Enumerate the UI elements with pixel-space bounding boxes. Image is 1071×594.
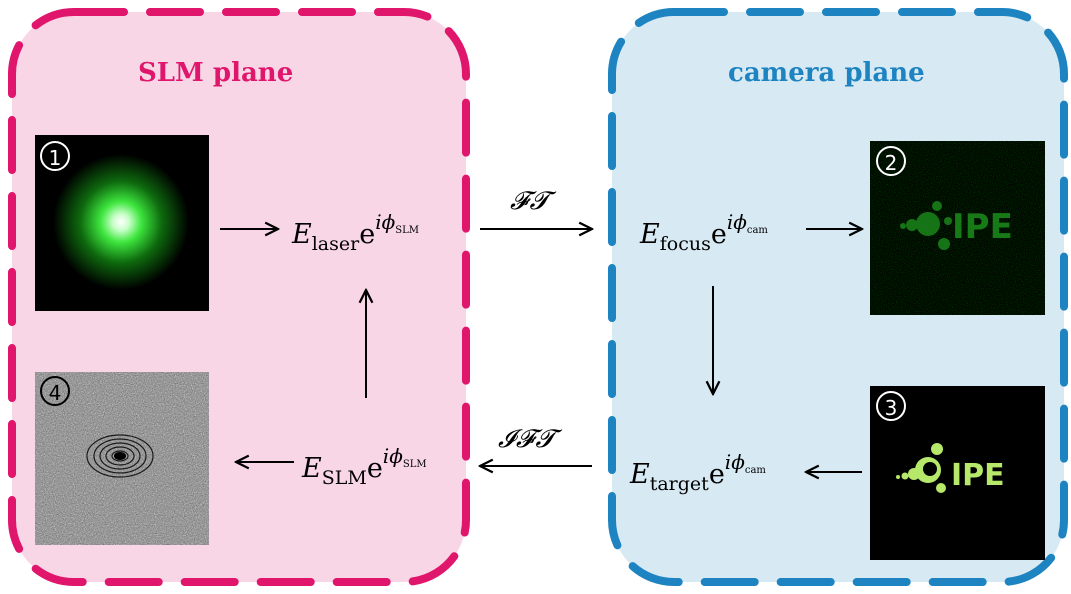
badge-4: 4	[40, 376, 70, 406]
eq-laser-field: ElasereiϕSLM	[292, 210, 419, 255]
eq-focus-field: Efocuseiϕcam	[640, 210, 768, 255]
target-ipe-text: IPE	[951, 458, 1005, 493]
badge-1: 1	[40, 141, 70, 171]
camera-plane-title: camera plane	[728, 58, 925, 88]
badge-3: 3	[876, 391, 906, 421]
eq-target-field: Etargeteiϕcam	[630, 450, 766, 495]
badge-2: 2	[876, 146, 906, 176]
inverse-fourier-transform-label: 𝓘𝓕𝓣	[498, 424, 556, 453]
eq-slm-field: ESLMeiϕSLM	[302, 444, 427, 489]
slm-plane-title: SLM plane	[138, 58, 294, 88]
fourier-transform-label: 𝓕𝓣	[510, 186, 550, 215]
